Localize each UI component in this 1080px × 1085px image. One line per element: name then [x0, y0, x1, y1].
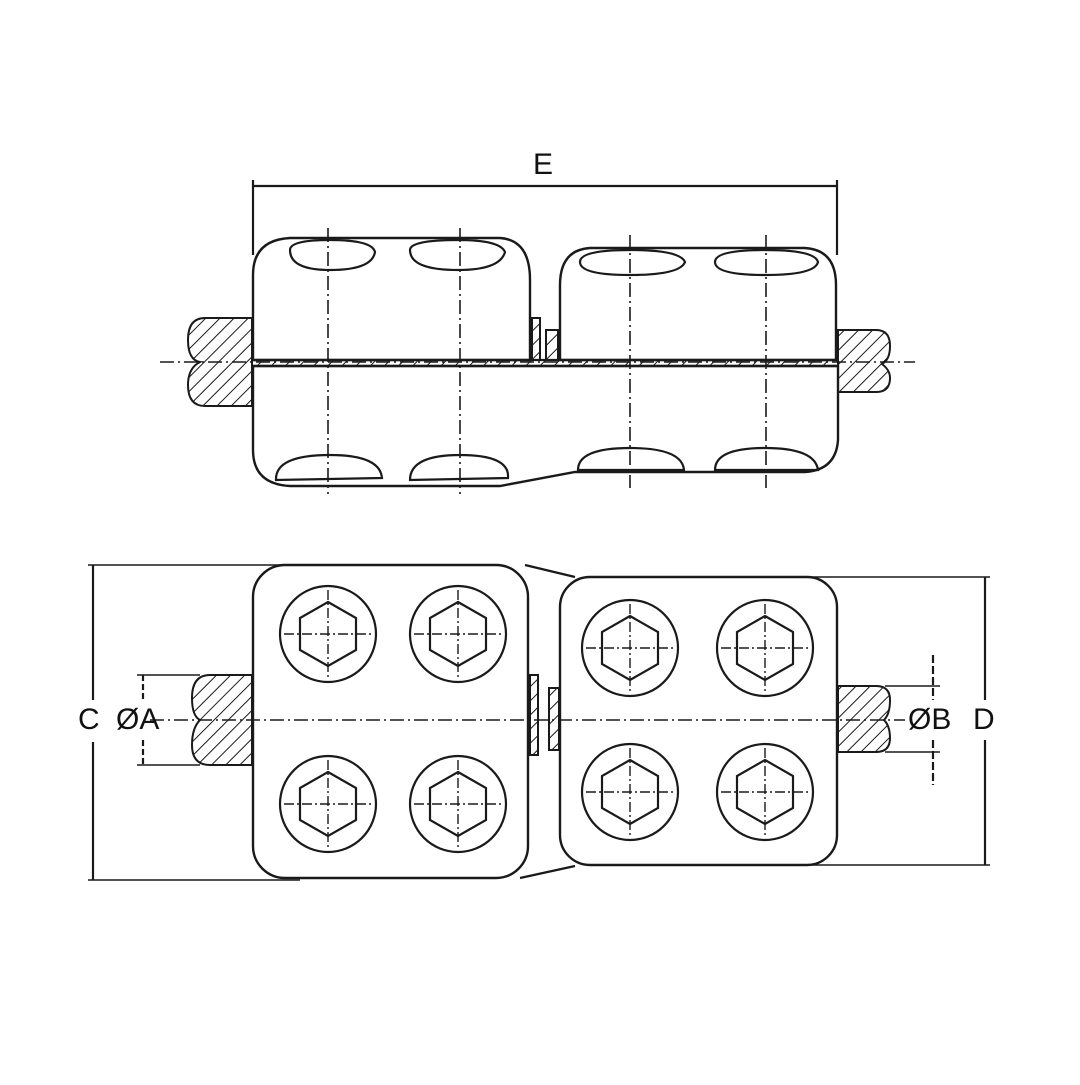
right-clamp-plate [558, 575, 839, 867]
right-clamp-upper [558, 246, 838, 362]
spacer-right [545, 329, 559, 361]
spacer-top-right [548, 687, 560, 751]
lower-clamp-body [251, 364, 840, 488]
nut-bottom-4 [713, 446, 820, 472]
top-view [88, 563, 990, 881]
dimension-a [137, 674, 200, 766]
dimension-b [885, 655, 940, 785]
label-b: ØB [908, 703, 952, 736]
bolt-head-top-3 [578, 248, 687, 277]
spacer-left [531, 317, 541, 361]
nut-bottom-3 [576, 446, 686, 472]
label-e: E [533, 148, 554, 181]
spacer-top-left [529, 674, 539, 756]
label-c: C [78, 703, 100, 736]
side-view [160, 180, 915, 494]
bolt-head-top-2 [408, 238, 507, 272]
dimension-d [800, 576, 990, 866]
dimension-c [88, 564, 300, 881]
right-conductor-top [837, 685, 892, 753]
nut-bottom-1 [274, 453, 384, 482]
label-a: ØA [116, 703, 160, 736]
label-d: D [973, 703, 995, 736]
right-conductor-section [837, 329, 892, 393]
left-clamp-upper [251, 236, 532, 362]
bolt-head-top-4 [713, 248, 820, 277]
bolt-head-top-1 [288, 238, 377, 272]
dimension-e [251, 180, 839, 255]
left-clamp-plate [251, 563, 530, 880]
